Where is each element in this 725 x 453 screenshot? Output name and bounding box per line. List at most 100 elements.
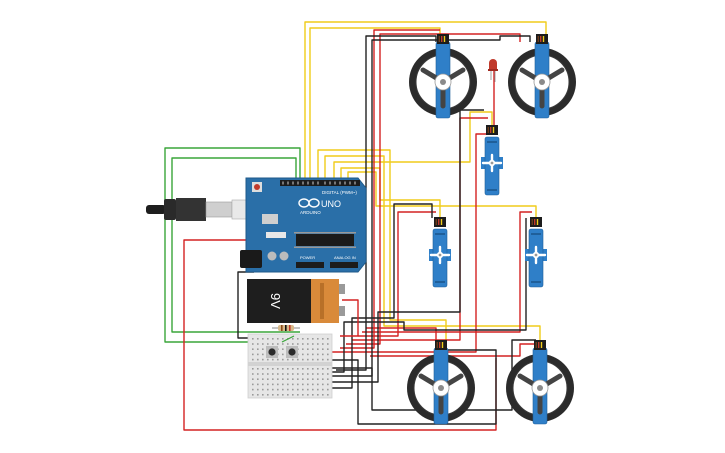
breadboard-hole xyxy=(307,394,309,396)
servo-micro-left[interactable] xyxy=(427,215,453,289)
resistor-icon[interactable] xyxy=(272,325,300,331)
breadboard-hole xyxy=(307,368,309,370)
breadboard-hole xyxy=(322,388,324,391)
chip-pins-top xyxy=(294,232,356,234)
reset-button-cap[interactable] xyxy=(254,184,260,190)
breadboard-hole xyxy=(322,353,324,356)
wire-black-4[interactable] xyxy=(318,203,433,389)
breadboard-hole xyxy=(277,338,279,340)
breadboard-hole xyxy=(317,338,319,340)
breadboard-hole xyxy=(297,373,299,375)
breadboard-hole xyxy=(317,368,319,370)
breadboard-hole xyxy=(272,358,274,361)
breadboard-hole xyxy=(317,383,319,386)
wheel-servo-top-right[interactable] xyxy=(508,34,576,118)
breadboard-hole xyxy=(252,378,254,380)
usb-cable-tail xyxy=(146,205,166,214)
breadboard-hole xyxy=(302,353,304,356)
breadboard-hole xyxy=(327,353,329,356)
breadboard-hole xyxy=(262,383,264,386)
breadboard-hole xyxy=(277,373,279,375)
breadboard-hole xyxy=(282,353,284,356)
breadboard-hole xyxy=(272,378,274,380)
power-label: POWER xyxy=(300,255,315,260)
breadboard-hole xyxy=(312,353,314,356)
breadboard-hole xyxy=(302,338,304,340)
breadboard-hole xyxy=(282,358,284,361)
breadboard-hole xyxy=(307,353,309,356)
breadboard-hole xyxy=(317,378,319,380)
power-jack xyxy=(240,250,262,268)
wheel-servo-top-left[interactable] xyxy=(409,34,477,118)
breadboard-hole xyxy=(287,373,289,375)
digital-label: DIGITAL (PWM~) xyxy=(322,190,357,195)
breadboard-hole xyxy=(302,368,304,370)
crystal xyxy=(266,232,286,238)
breadboard-hole xyxy=(257,353,259,356)
battery-9v[interactable]: 9V xyxy=(247,279,345,323)
pushbutton-2-icon[interactable] xyxy=(286,346,298,358)
wire-yellow-1[interactable] xyxy=(304,21,547,180)
usb-connector xyxy=(205,201,233,218)
pushbutton-1-icon[interactable] xyxy=(266,346,278,358)
servo-micro-right[interactable] xyxy=(523,215,549,289)
breadboard-hole xyxy=(262,394,264,396)
breadboard-hole xyxy=(287,394,289,396)
breadboard-hole xyxy=(292,373,294,375)
led-icon[interactable] xyxy=(488,59,498,82)
breadboard-hole xyxy=(267,343,269,345)
breadboard-hole xyxy=(317,358,319,361)
breadboard-hole xyxy=(262,373,264,375)
wire-yellow-7[interactable] xyxy=(347,171,537,218)
wire-black-5[interactable] xyxy=(312,218,527,373)
wire-black-6[interactable] xyxy=(306,349,497,425)
wire-green-2[interactable] xyxy=(171,157,300,333)
battery-terminal-positive xyxy=(339,284,345,294)
breadboard-hole xyxy=(317,388,319,391)
wire-black-1[interactable] xyxy=(336,35,437,371)
wire-yellow-4[interactable] xyxy=(324,155,541,352)
breadboard-hole xyxy=(277,368,279,370)
breadboard-hole xyxy=(267,368,269,370)
breadboard-hole xyxy=(302,383,304,386)
breadboard-hole xyxy=(302,348,304,350)
breadboard-hole xyxy=(312,368,314,370)
breadboard-hole xyxy=(262,343,264,345)
wire-red-8[interactable] xyxy=(326,70,495,353)
breadboard-hole xyxy=(262,348,264,350)
wire-red-1[interactable] xyxy=(340,29,440,349)
breadboard-hole xyxy=(287,378,289,380)
board-pcb xyxy=(245,177,367,273)
breadboard-hole xyxy=(327,394,329,396)
breadboard-hole xyxy=(252,383,254,386)
usb-cable[interactable] xyxy=(146,198,249,221)
breadboard-hole xyxy=(297,338,299,340)
breadboard-hole xyxy=(282,343,284,345)
breadboard-hole xyxy=(317,373,319,375)
breadboard-hole xyxy=(252,343,254,345)
breadboard-hole xyxy=(322,368,324,370)
arduino-board[interactable]: DIGITAL (PWM~) UNO ARDUINO POWER ANALOG … xyxy=(240,177,367,273)
servo-micro-top[interactable] xyxy=(479,123,505,197)
breadboard-hole xyxy=(252,338,254,340)
wheel-servo-bottom-right[interactable] xyxy=(506,340,574,424)
breadboard-hole xyxy=(307,358,309,361)
wire-red-5[interactable] xyxy=(362,211,532,333)
breadboard-hole xyxy=(302,394,304,396)
wire-yellow-5[interactable] xyxy=(333,111,493,180)
wire-red-battery[interactable] xyxy=(340,299,359,337)
breadboard-hole xyxy=(257,383,259,386)
breadboard-hole xyxy=(267,358,269,361)
wire-black-3[interactable] xyxy=(324,109,484,383)
wire-green-1[interactable] xyxy=(164,147,301,343)
atmega-chip xyxy=(296,234,354,246)
breadboard-hole xyxy=(257,358,259,361)
chip-pins-bottom xyxy=(294,246,356,248)
breadboard-hole xyxy=(302,388,304,391)
breadboard-hole xyxy=(252,348,254,350)
breadboard-hole xyxy=(282,394,284,396)
breadboard-hole xyxy=(297,343,299,345)
breadboard-hole xyxy=(277,343,279,345)
breadboard-hole xyxy=(257,388,259,391)
